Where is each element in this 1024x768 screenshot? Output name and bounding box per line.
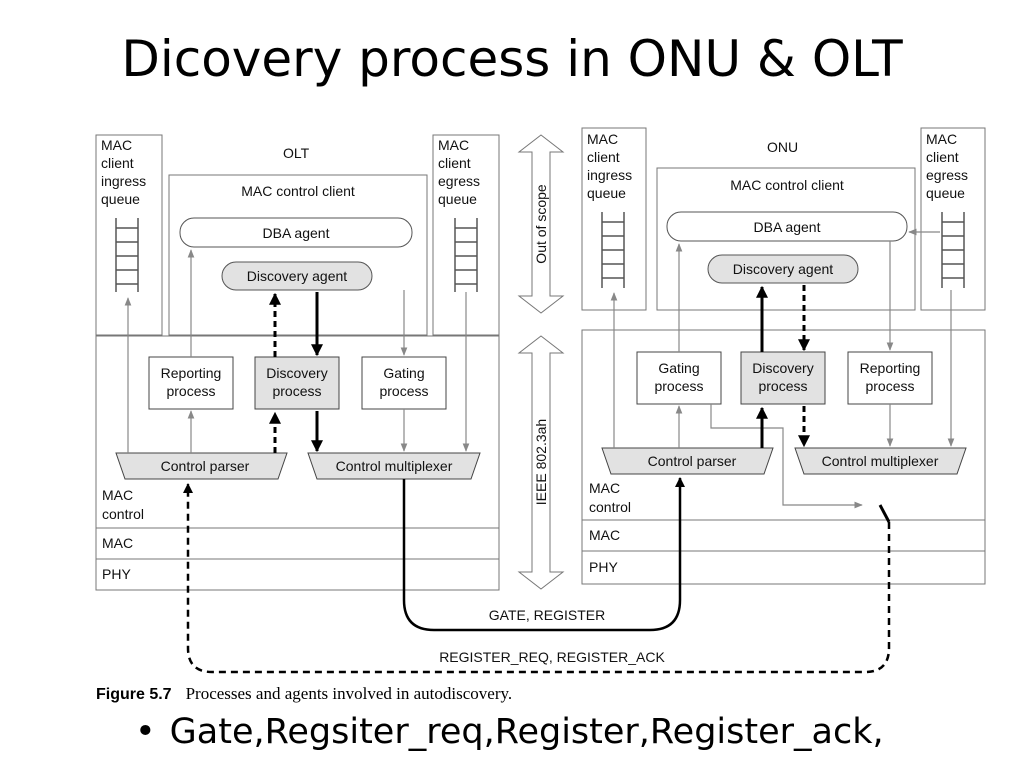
ieee-802-3ah-label: IEEE 802.3ah <box>533 419 549 505</box>
olt-mac-control-label-2: control <box>102 506 144 522</box>
onu-title: ONU <box>767 139 798 155</box>
olt-dba-agent-label: DBA agent <box>263 225 330 241</box>
onu-egress-queue-label-4: queue <box>926 185 965 201</box>
onu-reporting-process-label-2: process <box>865 378 914 394</box>
onu-ingress-queue-label-3: ingress <box>587 167 632 183</box>
ieee-802-3ah-double-arrow <box>517 335 565 590</box>
onu-control-parser-label: Control parser <box>648 453 737 469</box>
onu-discovery-agent-label: Discovery agent <box>733 261 833 277</box>
olt-mac-control-client-label: MAC control client <box>241 183 355 199</box>
onu-discovery-arrows <box>756 285 891 523</box>
onu-mac-control-label-1: MAC <box>589 480 620 496</box>
olt-discovery-agent <box>221 261 373 291</box>
olt-control-parser <box>115 452 288 480</box>
register-req-ack-path <box>183 483 891 674</box>
onu-discovery-process-label-1: Discovery <box>752 360 813 376</box>
olt-ingress-queue-icon <box>115 218 139 292</box>
olt-discovery-process-label-1: Discovery <box>266 365 327 381</box>
figure-caption-text: Processes and agents involved in autodis… <box>185 684 513 703</box>
onu-flow-arrows <box>610 228 955 509</box>
onu-dba-agent-label: DBA agent <box>754 219 821 235</box>
onu-egress-queue-box <box>920 127 986 311</box>
onu-discovery-process <box>740 351 826 405</box>
message-paths <box>183 477 891 674</box>
gate-register-path <box>402 477 685 632</box>
onu-reporting-process-label-1: Reporting <box>860 360 921 376</box>
olt-reporting-process <box>148 356 234 410</box>
olt-reporting-process-label-2: process <box>166 383 215 399</box>
figure-caption: Figure 5.7 Processes and agents involved … <box>96 684 512 704</box>
bullet-item: • Gate,Regsiter_req,Register,Register_ack… <box>135 712 884 752</box>
olt-discovery-process-label-2: process <box>272 383 321 399</box>
onu-mac-control-client-label: MAC control client <box>730 177 844 193</box>
olt-control-multiplexer-label: Control multiplexer <box>336 458 453 474</box>
onu-control-multiplexer <box>794 447 967 475</box>
olt-egress-queue-icon <box>454 218 478 292</box>
onu-egress-queue-label-3: egress <box>926 167 968 183</box>
onu-dba-agent <box>666 211 908 242</box>
olt-reporting-process-label-1: Reporting <box>161 365 222 381</box>
onu-mac-label: MAC <box>589 527 620 543</box>
out-of-scope-label: Out of scope <box>533 184 549 264</box>
olt-ingress-queue-label-4: queue <box>101 191 140 207</box>
olt-ingress-queue-label-1: MAC <box>101 137 132 153</box>
onu-mac-control-label-2: control <box>589 499 631 515</box>
bullet-text: Gate,Regsiter_req,Register,Register_ack, <box>169 712 884 752</box>
scope-markers: Out of scope IEEE 802.3ah <box>517 134 565 590</box>
onu-ingress-queue-label-1: MAC <box>587 131 618 147</box>
onu-ingress-queue-label-2: client <box>587 149 620 165</box>
onu-gating-process <box>636 351 722 405</box>
olt-ingress-queue-label-3: ingress <box>101 173 146 189</box>
olt-egress-queue-label-2: client <box>438 155 471 171</box>
onu-control-parser <box>601 447 774 475</box>
olt-title: OLT <box>283 145 310 161</box>
slide-title: Dicovery process in ONU & OLT <box>121 30 903 88</box>
olt-mac-control-label-1: MAC <box>102 487 133 503</box>
onu-ingress-queue-box <box>581 127 647 311</box>
olt-dba-agent <box>179 217 413 248</box>
onu-gating-process-label-1: Gating <box>658 360 699 376</box>
olt-egress-queue-label-3: egress <box>438 173 480 189</box>
onu-control-multiplexer-label: Control multiplexer <box>822 453 939 469</box>
onu-reporting-process <box>847 351 933 405</box>
onu-egress-queue-label-1: MAC <box>926 131 957 147</box>
out-of-scope-double-arrow <box>517 134 565 314</box>
autodiscovery-diagram: MAC client ingress queue OLT MAC control… <box>95 127 986 674</box>
onu-ingress-queue-label-4: queue <box>587 185 626 201</box>
olt-mac-label: MAC <box>102 535 133 551</box>
olt-gating-process <box>361 356 447 410</box>
olt-discovery-process <box>254 356 340 410</box>
onu-side: MAC client ingress queue ONU MAC control… <box>581 127 986 585</box>
olt-control-parser-label: Control parser <box>161 458 250 474</box>
olt-phy-label: PHY <box>102 566 131 582</box>
figure-label: Figure 5.7 <box>96 686 172 703</box>
onu-egress-queue-icon <box>941 212 965 288</box>
olt-egress-queue-label-1: MAC <box>438 137 469 153</box>
olt-egress-queue-label-4: queue <box>438 191 477 207</box>
olt-gating-process-label-2: process <box>379 383 428 399</box>
olt-ingress-queue-label-2: client <box>101 155 134 171</box>
onu-phy-label: PHY <box>589 559 618 575</box>
onu-ingress-queue-icon <box>601 212 625 288</box>
bullet-dot-icon: • <box>135 712 156 752</box>
olt-mac-control-client-box <box>168 174 428 336</box>
olt-discovery-arrows <box>269 292 323 453</box>
onu-discovery-agent <box>707 254 859 284</box>
olt-control-multiplexer <box>307 452 481 480</box>
onu-gating-process-label-2: process <box>654 378 703 394</box>
gate-register-label: GATE, REGISTER <box>489 607 605 623</box>
olt-discovery-agent-label: Discovery agent <box>247 268 347 284</box>
olt-gating-process-label-1: Gating <box>383 365 424 381</box>
olt-flow-arrows <box>124 249 470 453</box>
onu-egress-queue-label-2: client <box>926 149 959 165</box>
olt-side: MAC client ingress queue OLT MAC control… <box>95 134 500 591</box>
onu-discovery-process-label-2: process <box>758 378 807 394</box>
register-req-ack-label: REGISTER_REQ, REGISTER_ACK <box>439 649 665 665</box>
